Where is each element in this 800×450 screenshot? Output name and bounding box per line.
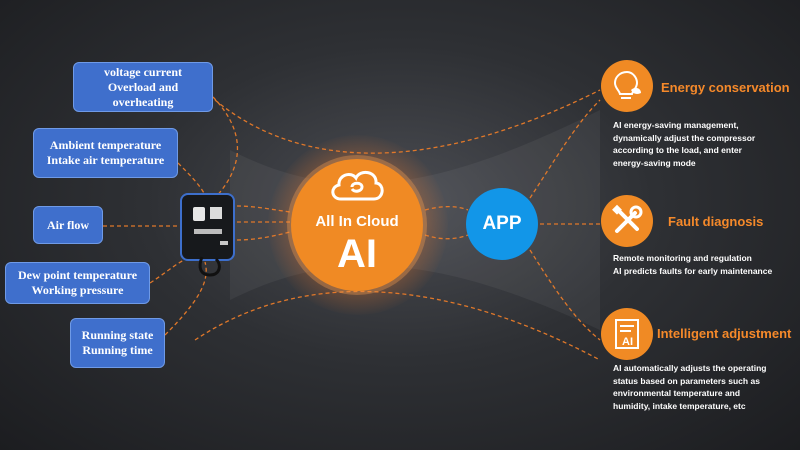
connector-upper-curve [214, 89, 601, 154]
description-line: energy-saving mode [613, 157, 696, 168]
input-box-running: Running state Running time [70, 318, 165, 368]
app-node: APP [466, 188, 538, 260]
input-line: Overload and [107, 79, 179, 94]
wrench-screwdriver-icon [601, 195, 653, 247]
input-box-dew-point: Dew point temperature Working pressure [5, 262, 150, 304]
input-line: voltage current [103, 64, 183, 79]
input-line: Working pressure [31, 283, 124, 297]
connector-app-feature-1 [529, 99, 601, 199]
feature-description-energy: AI energy-saving management, dynamically… [613, 119, 755, 169]
svg-text:AI: AI [622, 336, 633, 348]
input-line: Air flow [46, 217, 90, 232]
center-hub [291, 159, 423, 291]
lightbulb-icon [601, 60, 653, 112]
connector-input-1 [212, 96, 238, 199]
device-cable-icon [198, 256, 221, 277]
ai-document-icon: AI [601, 308, 653, 360]
input-line: Ambient temperature [49, 138, 162, 152]
description-line: status based on parameters such as [613, 375, 760, 386]
feature-title-energy: Energy conservation [661, 80, 790, 95]
description-line: Remote monitoring and regulation [613, 253, 752, 263]
input-line: Intake air temperature [46, 153, 165, 167]
feature-description-fault: Remote monitoring and regulation AI pred… [613, 252, 772, 277]
description-line: AI predicts faults for early maintenance [613, 265, 773, 276]
iot-device-icon [180, 193, 235, 261]
connector-input-2 [177, 162, 206, 196]
cloud-logo-icon [331, 170, 384, 201]
app-label: APP [482, 213, 522, 234]
input-box-voltage: voltage current Overload and overheating [73, 62, 213, 112]
description-line: humidity, intake temperature, etc [613, 400, 746, 411]
description-line: AI automatically adjusts the operating [613, 363, 767, 373]
input-line: Dew point temperature [17, 268, 138, 282]
feature-title-fault: Fault diagnosis [668, 214, 764, 229]
description-line: dynamically adjust the compressor [613, 132, 756, 143]
description-line: according to the load, and enter [613, 145, 742, 155]
input-box-temperature: Ambient temperature Intake air temperatu… [33, 128, 178, 178]
feature-title-intelligent: Intelligent adjustment [657, 326, 792, 341]
connector-app-feature-3 [529, 249, 601, 341]
input-line: overheating [112, 94, 174, 109]
feature-description-intelligent: AI automatically adjusts the operating s… [613, 362, 767, 412]
input-line: Running time [82, 343, 153, 357]
input-box-air-flow: Air flow [33, 206, 103, 244]
description-line: environmental temperature and [613, 388, 741, 398]
description-line: AI energy-saving management, [613, 120, 739, 130]
hub-title: All In Cloud [315, 213, 399, 230]
connector-input-4 [149, 257, 191, 284]
input-line: Running state [81, 328, 154, 342]
hub-subtitle: AI [337, 232, 377, 276]
